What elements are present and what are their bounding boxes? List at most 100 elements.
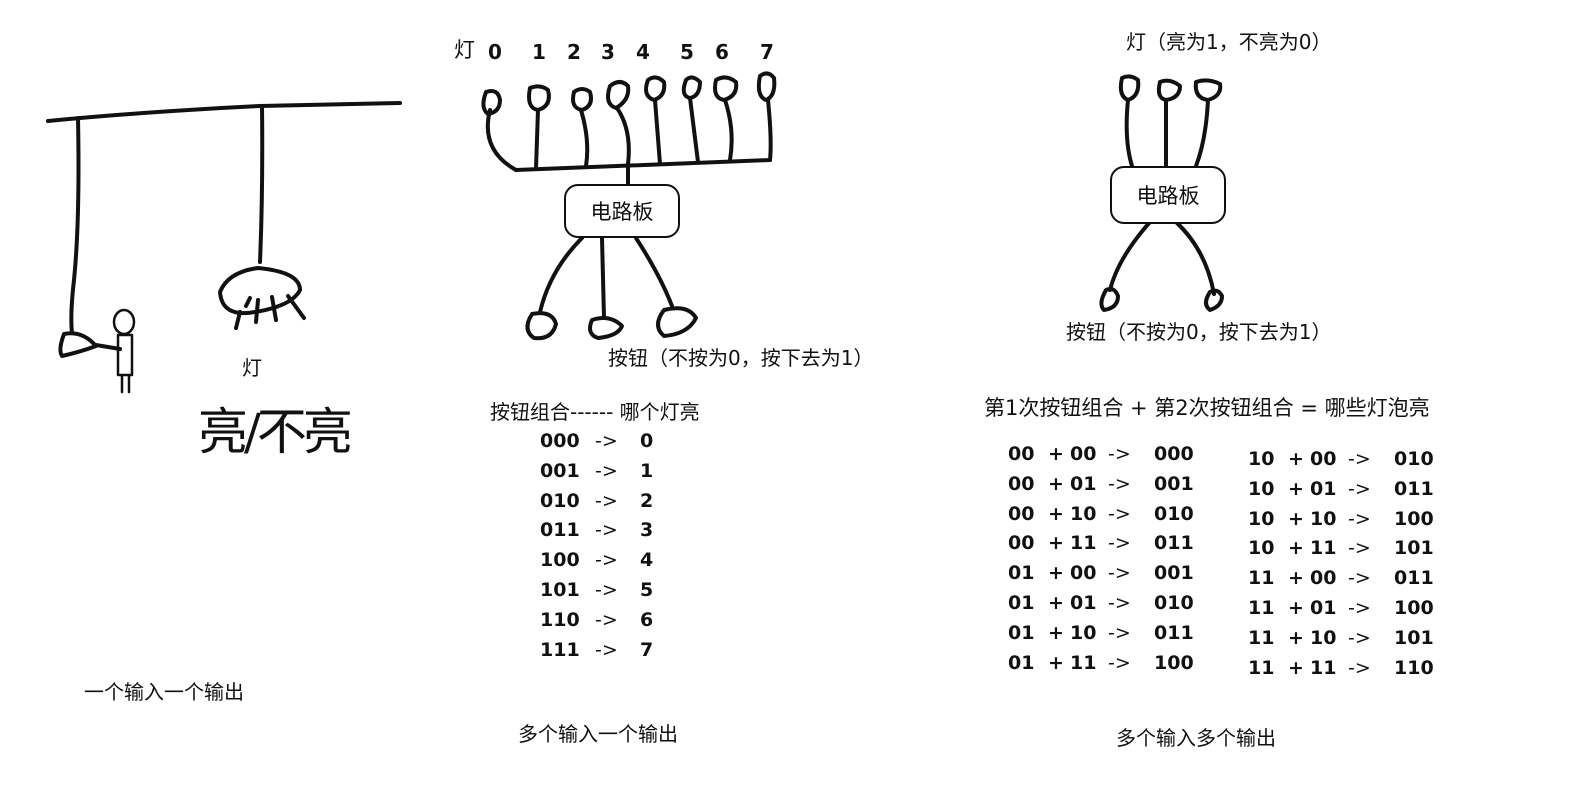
- row-arrow: ->: [595, 519, 618, 542]
- row-result: 101: [1394, 537, 1434, 560]
- row-output: 7: [640, 638, 654, 661]
- lamp-number-2: 2: [567, 40, 581, 64]
- row-first-combo: 01: [1008, 621, 1035, 644]
- row-second-combo: 11: [1070, 532, 1097, 555]
- lamp2-wire: [579, 108, 590, 168]
- row-first-combo: 00: [1008, 532, 1035, 555]
- row-arrow: ->: [595, 459, 618, 482]
- person-body: [116, 333, 134, 377]
- lamp4: [644, 75, 667, 102]
- row-output: 5: [640, 578, 654, 601]
- row-second-combo: 11: [1310, 656, 1337, 679]
- row-first-combo: 11: [1248, 626, 1275, 649]
- row-result: 100: [1154, 651, 1194, 674]
- row-result: 001: [1154, 472, 1194, 495]
- panel2-circuit-board: 电路板: [564, 184, 680, 238]
- button0-wire: [538, 236, 584, 314]
- row-plus: +: [1288, 596, 1304, 619]
- panel1-caption: 一个输入一个输出: [84, 680, 244, 704]
- row-plus: +: [1048, 651, 1064, 674]
- row-output: 1: [640, 459, 654, 482]
- lamp-rays: [234, 294, 306, 330]
- panel3-caption: 多个输入多个输出: [1116, 726, 1276, 750]
- p3-button0: [1099, 286, 1120, 312]
- row-arrow: ->: [1348, 507, 1371, 530]
- row-first-combo: 11: [1248, 567, 1275, 590]
- row-input: 101: [540, 578, 580, 601]
- row-first-combo: 00: [1008, 443, 1035, 465]
- row-arrow: ->: [595, 578, 618, 601]
- row-plus: +: [1048, 621, 1064, 644]
- table-row: 00+10->010: [1008, 500, 1194, 530]
- row-plus: +: [1288, 477, 1304, 500]
- row-arrow: ->: [1108, 532, 1131, 555]
- row-arrow: ->: [595, 430, 618, 452]
- row-second-combo: 11: [1070, 651, 1097, 674]
- lamp-shade: [218, 266, 302, 315]
- row-arrow: ->: [1348, 596, 1371, 619]
- row-input: 111: [540, 638, 580, 661]
- switch-cord: [69, 116, 81, 335]
- panel2-drawing: [481, 71, 777, 341]
- table-row: 10+11->101: [1248, 534, 1434, 564]
- row-second-combo: 01: [1310, 596, 1337, 619]
- row-second-combo: 10: [1310, 507, 1337, 530]
- table-row: 00+00->000: [1008, 440, 1194, 470]
- row-result: 101: [1394, 626, 1434, 649]
- row-result: 010: [1154, 591, 1194, 614]
- table-row: 11+10->101: [1248, 624, 1434, 654]
- panel3-lamp-label: 灯（亮为1，不亮为0）: [1126, 30, 1332, 54]
- table-row: 11+11->110: [1248, 654, 1434, 684]
- row-result: 011: [1394, 567, 1434, 590]
- table-row: 11+01->100: [1248, 594, 1434, 624]
- table-row: 01+00->001: [1008, 559, 1194, 589]
- lamp-number-4: 4: [636, 40, 650, 64]
- table-row: 00+01->001: [1008, 470, 1194, 500]
- lamp2: [571, 87, 593, 112]
- row-first-combo: 10: [1248, 448, 1275, 470]
- row-first-combo: 10: [1248, 507, 1275, 530]
- row-output: 6: [640, 608, 654, 631]
- row-plus: +: [1048, 562, 1064, 585]
- row-arrow: ->: [1108, 472, 1131, 495]
- row-input: 010: [540, 489, 580, 512]
- row-result: 010: [1394, 448, 1434, 470]
- lamp5: [681, 75, 702, 100]
- row-input: 110: [540, 608, 580, 631]
- row-first-combo: 10: [1248, 477, 1275, 500]
- row-second-combo: 00: [1070, 443, 1097, 465]
- p3-button0-wire: [1108, 220, 1152, 292]
- row-second-combo: 01: [1070, 591, 1097, 614]
- bus-wire: [514, 158, 772, 172]
- row-input: 011: [540, 519, 580, 542]
- lamp3: [606, 80, 631, 110]
- row-plus: +: [1288, 567, 1304, 590]
- row-plus: +: [1048, 443, 1064, 465]
- row-output: 2: [640, 489, 654, 512]
- table-row: 110->6: [540, 606, 670, 636]
- lamp-number-6: 6: [715, 40, 729, 64]
- row-first-combo: 00: [1008, 502, 1035, 525]
- table-row: 10+01->011: [1248, 475, 1434, 505]
- panel1-lamp-label: 灯: [242, 356, 262, 380]
- lamp6: [713, 75, 739, 102]
- table-row: 10+10->100: [1248, 505, 1434, 535]
- row-arrow: ->: [1108, 502, 1131, 525]
- lamp-number-0: 0: [488, 40, 502, 64]
- row-first-combo: 10: [1248, 537, 1275, 560]
- row-arrow: ->: [595, 489, 618, 512]
- ceiling-wire: [46, 101, 402, 123]
- button1: [588, 316, 624, 340]
- row-plus: +: [1048, 472, 1064, 495]
- row-arrow: ->: [1348, 656, 1371, 679]
- lamp4-wire: [653, 98, 662, 166]
- table-row: 11+00->011: [1248, 564, 1434, 594]
- table-row: 01+01->010: [1008, 589, 1194, 619]
- switch-button: [58, 331, 98, 358]
- lamp-number-1: 1: [532, 40, 546, 64]
- panel3-circuit-board: 电路板: [1110, 166, 1226, 224]
- row-result: 100: [1394, 596, 1434, 619]
- table-row: 01+11->100: [1008, 649, 1194, 679]
- lamp6-wire: [723, 98, 734, 162]
